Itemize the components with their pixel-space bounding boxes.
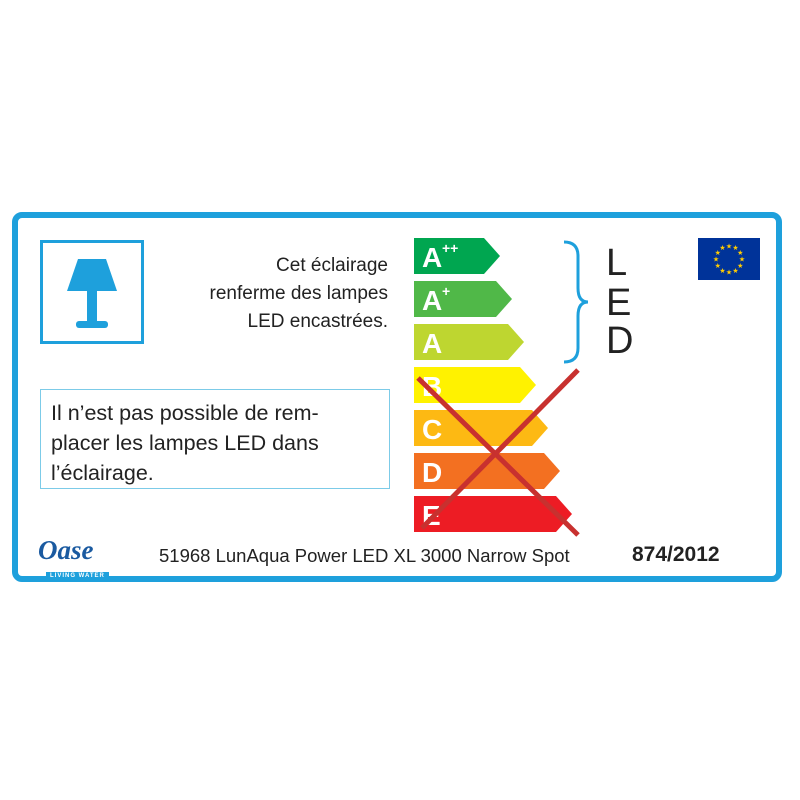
eu-star-icon: ★ (726, 269, 732, 277)
led-letter-d: D (606, 320, 634, 362)
table-lamp-icon (67, 259, 117, 328)
intro-line: LED encastrées. (247, 311, 388, 332)
energy-class-6: D (414, 453, 560, 489)
energy-class-4: B (414, 367, 536, 403)
eu-star-icon: ★ (737, 249, 743, 257)
intro-text: Cet éclairage renferme des lampes LED en… (150, 252, 388, 336)
energy-class-letter: A (422, 285, 442, 316)
eu-star-icon: ★ (732, 267, 738, 275)
lamp-box (40, 240, 144, 344)
eu-flag-icon: ★★★★★★★★★★★★ (698, 238, 760, 280)
eu-star-icon: ★ (719, 244, 725, 252)
energy-class-letter: C (422, 414, 442, 445)
energy-class-3: A (414, 324, 524, 360)
eu-star-icon: ★ (739, 256, 745, 264)
energy-class-sup: + (442, 283, 450, 299)
energy-class-letter: D (422, 457, 442, 488)
energy-class-letter: A (422, 328, 442, 359)
note-line: placer les lampes LED dans (51, 431, 319, 455)
energy-class-2: A+ (414, 281, 512, 317)
eu-star-icon: ★ (737, 262, 743, 270)
note-box: Il n’est pas possible de rem- placer les… (40, 389, 390, 489)
note-line: Il n’est pas possible de rem- (51, 401, 319, 425)
eu-star-icon: ★ (715, 262, 721, 270)
energy-class-letter: A (422, 242, 442, 273)
eu-star-icon: ★ (732, 244, 738, 252)
brand-tagline: LIVING WATER (46, 572, 109, 580)
led-letter-l: L (606, 242, 628, 284)
eu-star-icon: ★ (713, 256, 719, 264)
intro-line: renferme des lampes (209, 283, 388, 304)
regulation-number: 874/2012 (632, 543, 720, 566)
energy-class-sup: ++ (442, 240, 458, 256)
eu-star-icon: ★ (719, 267, 725, 275)
energy-class-1: A++ (414, 238, 500, 274)
eu-star-icon: ★ (726, 243, 732, 251)
cross-line-1 (416, 376, 580, 537)
brace-icon (563, 240, 589, 364)
product-name: 51968 LunAqua Power LED XL 3000 Narrow S… (159, 545, 570, 566)
intro-line: Cet éclairage (276, 255, 388, 276)
brand-name: Oase (38, 535, 94, 565)
led-letter-e: E (606, 282, 632, 324)
cross-line-2 (420, 368, 580, 530)
energy-scale: A++A+ABCDE (414, 238, 580, 537)
eu-star-icon: ★ (715, 249, 721, 257)
brand-logo: Oase LIVING WATER (38, 536, 109, 582)
note-line: l’éclairage. (51, 461, 154, 485)
